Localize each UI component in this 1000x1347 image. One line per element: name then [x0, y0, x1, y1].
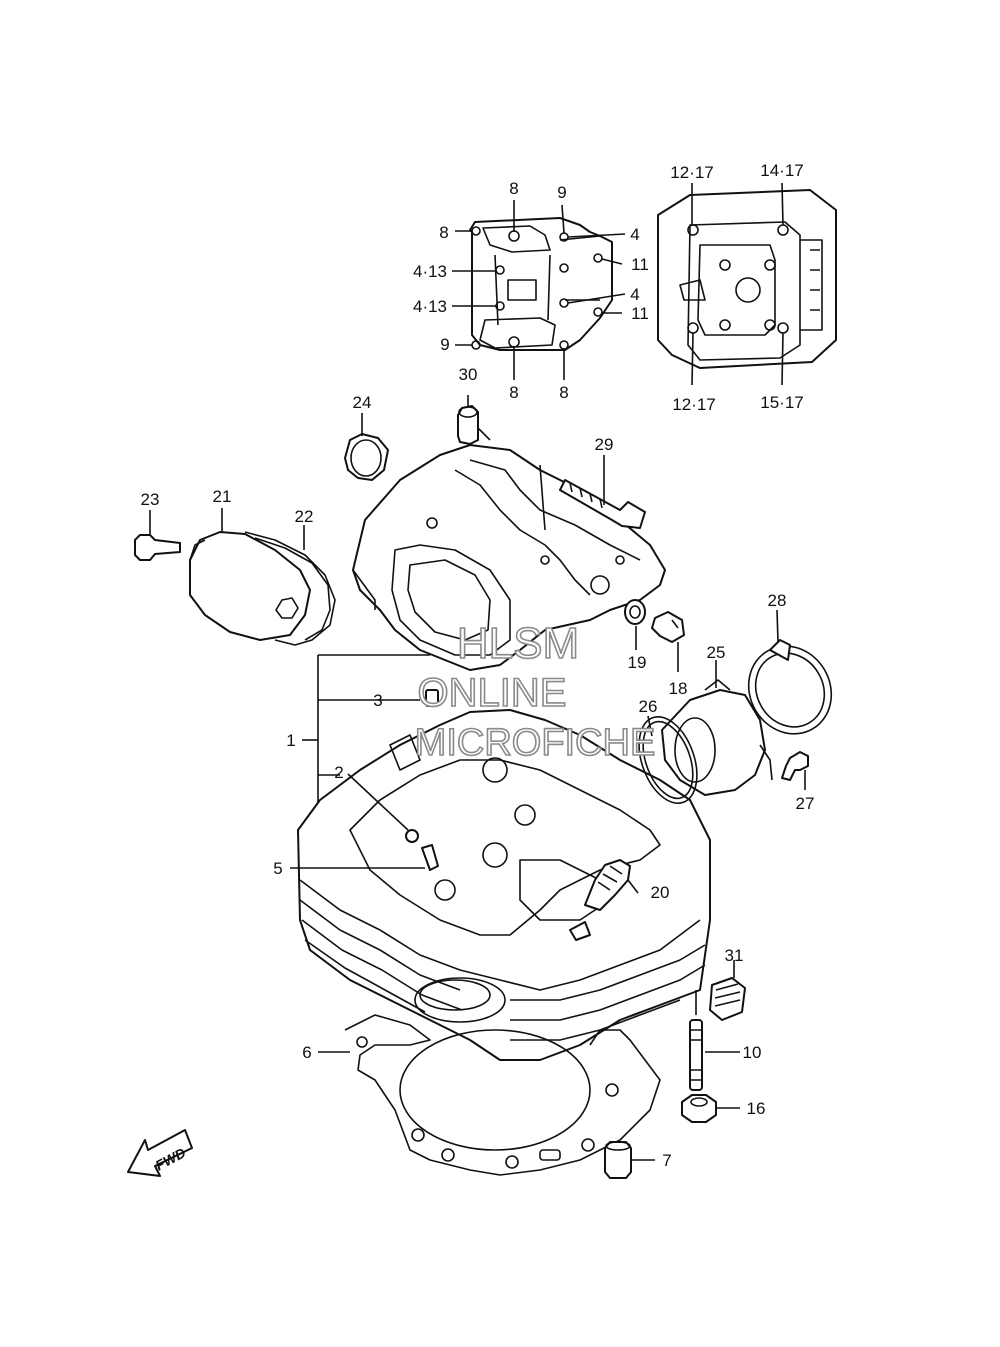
- callout-11: 11: [631, 255, 649, 274]
- part-28-clamp: [747, 609, 833, 735]
- fwd-arrow: FWD: [127, 1129, 193, 1177]
- part-2-guide: [347, 773, 419, 843]
- part-19-washer: [624, 599, 646, 650]
- callout-12-17: 12·17: [670, 163, 713, 182]
- part-26-o-ring: [638, 715, 698, 805]
- watermark-line-2: ONLINE: [418, 671, 567, 715]
- part-18-plug: [651, 611, 685, 672]
- part-5-stud: [290, 844, 439, 871]
- callout-28: 28: [768, 591, 787, 610]
- part-21-cover: [189, 508, 311, 641]
- callout-31: 31: [725, 946, 744, 965]
- callout-27: 27: [796, 794, 815, 813]
- part-10-stud: [689, 990, 740, 1091]
- callout-8: 8: [439, 223, 448, 242]
- inset1-leaders: [452, 200, 626, 380]
- callout-labels: 8 9 8 4 11 4·13 4 4·13 11 9 8 8 12·17 14…: [141, 161, 815, 1170]
- part-27-bolt: [781, 751, 809, 790]
- callout-6: 6: [302, 1043, 311, 1062]
- callout-21: 21: [213, 487, 232, 506]
- head-gasket: [344, 1014, 661, 1176]
- callout-2: 2: [334, 763, 343, 782]
- part-16-nut: [681, 1094, 740, 1123]
- callout-16: 16: [747, 1099, 766, 1118]
- callout-7: 7: [662, 1151, 671, 1170]
- callout-1: 1: [286, 731, 295, 750]
- callout-18: 18: [669, 679, 688, 698]
- callout-25: 25: [707, 643, 726, 662]
- inset-head-bolt-pattern: [469, 217, 613, 351]
- callout-29: 29: [595, 435, 614, 454]
- callout-8: 8: [509, 179, 518, 198]
- callout-20: 20: [651, 883, 670, 902]
- part-29-bolt: [559, 455, 646, 529]
- inset-cam-cap-pattern: [657, 189, 837, 369]
- callout-4-13: 4·13: [413, 262, 447, 281]
- callout-19: 19: [628, 653, 647, 672]
- callout-22: 22: [295, 507, 314, 526]
- watermark: HLSM ONLINE MICROFICHE: [414, 618, 656, 765]
- part-23-bolt: [134, 510, 181, 561]
- inset2-leaders: [691, 182, 784, 386]
- callout-24: 24: [353, 393, 372, 412]
- callout-4: 4: [630, 225, 639, 244]
- part-7-dowel: [604, 1141, 655, 1179]
- callout-14-17: 14·17: [760, 161, 803, 180]
- callout-11: 11: [631, 304, 649, 323]
- callout-8: 8: [559, 383, 568, 402]
- callout-23: 23: [141, 490, 160, 509]
- part-24-seal: [344, 413, 389, 481]
- callout-4: 4: [630, 285, 639, 304]
- callout-10: 10: [743, 1043, 762, 1062]
- part-30-collar: [457, 395, 491, 445]
- callout-30: 30: [459, 365, 478, 384]
- callout-8: 8: [509, 383, 518, 402]
- part-3-dowel: [425, 689, 439, 707]
- callout-9: 9: [557, 183, 566, 202]
- cylinder-head: [297, 709, 711, 1061]
- watermark-line-3: MICROFICHE: [415, 722, 656, 764]
- callout-3: 3: [373, 691, 382, 710]
- callout-5: 5: [273, 859, 282, 878]
- callout-15-17: 15·17: [760, 393, 803, 412]
- callout-9: 9: [440, 335, 449, 354]
- part-22-gasket: [244, 525, 336, 646]
- part-31: [709, 960, 746, 1021]
- part-20-spark-plug: [569, 859, 639, 941]
- callout-4-13: 4·13: [413, 297, 447, 316]
- part-25-intake-pipe: [661, 660, 773, 796]
- callout-12-17: 12·17: [672, 395, 715, 414]
- watermark-line-1: HLSM: [457, 619, 579, 668]
- callout-26: 26: [639, 697, 658, 716]
